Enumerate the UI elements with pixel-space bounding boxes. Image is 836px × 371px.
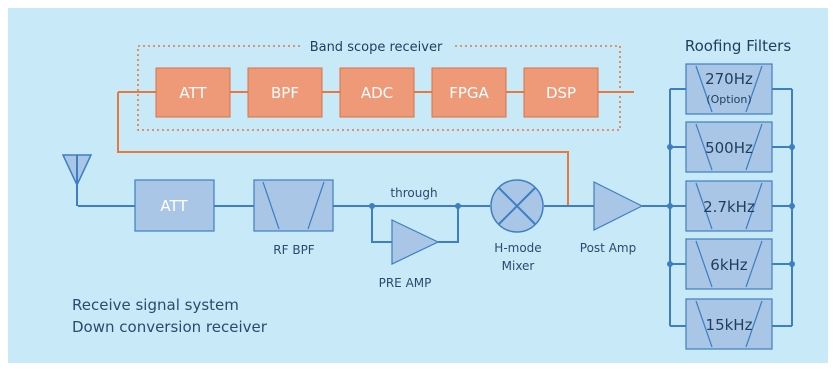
roofing-filter-500hz: 500Hz	[685, 121, 773, 173]
scope-adc-block	[339, 67, 415, 118]
post-amp-amplifier-icon	[593, 181, 644, 231]
filter-6khz-label: 6kHz	[710, 256, 748, 274]
antenna-icon	[61, 154, 93, 206]
roofing-filter-2-7khz: 2.7kHz	[685, 180, 773, 232]
scope-att-label: ATT	[179, 84, 207, 102]
filter-15khz-label: 15kHz	[706, 316, 753, 334]
roofing-title: Roofing Filters	[685, 37, 791, 55]
filter-270hz-label: 270Hz	[705, 70, 753, 88]
roofing-filter-section: Roofing Filters 270Hz (Option) 500Hz 2.7…	[642, 37, 795, 350]
att-block	[134, 179, 215, 232]
pre-amp-label: PRE AMP	[379, 276, 432, 290]
mixer-label-line2: Mixer	[502, 259, 535, 273]
roofing-junction-nodes	[667, 144, 795, 267]
scope-bpf-block	[247, 67, 323, 118]
att-label: ATT	[160, 197, 188, 215]
roofing-row-wires	[670, 88, 792, 327]
through-node-left	[369, 203, 375, 209]
band-scope-title: Band scope receiver	[310, 40, 443, 55]
through-label: through	[390, 186, 437, 200]
scope-dsp-label: DSP	[546, 84, 576, 102]
bandpass-filter-icon	[253, 179, 334, 232]
preamp-bypass-wire	[371, 205, 459, 243]
band-scope-section: Band scope receiver ATT BPF ADC FPGA DSP	[117, 40, 634, 206]
filter-500hz-label: 500Hz	[705, 139, 753, 157]
scope-att-block	[155, 67, 231, 118]
roofing-filter-15khz: 15kHz	[685, 298, 773, 350]
caption-line1: Receive signal system	[72, 296, 239, 314]
scope-adc-label: ADC	[361, 84, 393, 102]
roofing-filter-6khz: 6kHz	[685, 238, 773, 290]
scope-dsp-block	[523, 67, 599, 118]
post-amp-label: Post Amp	[580, 241, 636, 255]
mixer-label-line1: H-mode	[494, 241, 541, 255]
rf-bpf-label: RF BPF	[273, 243, 315, 257]
roofing-filter-270hz: 270Hz (Option)	[685, 63, 773, 115]
filter-option-note: (Option)	[706, 93, 751, 106]
band-scope-dotted-frame	[137, 45, 621, 131]
through-node-right	[455, 203, 461, 209]
caption-line2: Down conversion receiver	[72, 318, 268, 336]
scope-fpga-block	[431, 67, 507, 118]
main-chain-section: ATT RF BPF through PRE AMP H-mode Mixer …	[61, 154, 670, 290]
band-scope-feed-wire	[117, 92, 569, 206]
mixer-icon	[490, 179, 544, 233]
pre-amp-amplifier-icon	[391, 219, 440, 265]
rf-bpf-block	[253, 179, 334, 232]
filter-2-7khz-label: 2.7kHz	[703, 198, 755, 216]
scope-fpga-label: FPGA	[449, 84, 489, 102]
scope-bpf-label: BPF	[271, 84, 299, 102]
